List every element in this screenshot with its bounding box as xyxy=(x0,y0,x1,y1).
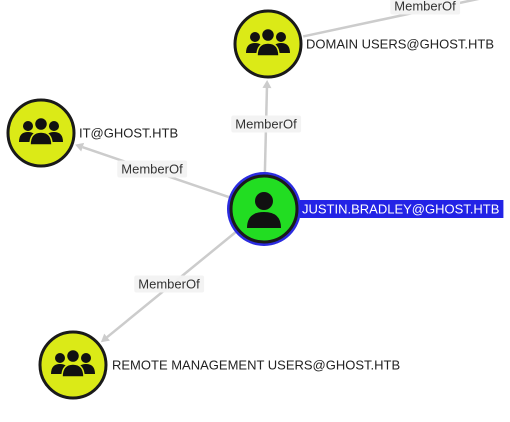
node-label-text: DOMAIN USERS@GHOST.HTB xyxy=(306,37,494,52)
edge-label[interactable]: MemberOf xyxy=(231,115,302,133)
node-domain-users[interactable]: DOMAIN USERS@GHOST.HTB xyxy=(233,9,494,79)
edge-label[interactable]: MemberOf xyxy=(390,0,461,15)
node-label-text: IT@GHOST.HTB xyxy=(79,126,178,141)
edge-label[interactable]: MemberOf xyxy=(134,275,205,293)
node-justin[interactable]: JUSTIN.BRADLEY@GHOST.HTB xyxy=(227,172,504,246)
node-label-text: JUSTIN.BRADLEY@GHOST.HTB xyxy=(302,202,499,217)
edge-label-text: MemberOf xyxy=(121,162,183,177)
edge-label-text: MemberOf xyxy=(235,117,297,132)
edge-label-text: MemberOf xyxy=(138,277,200,292)
node-label[interactable]: DOMAIN USERS@GHOST.HTB xyxy=(306,37,494,52)
group-icon xyxy=(246,27,290,57)
group-icon xyxy=(19,116,63,146)
node-label-text: REMOTE MANAGEMENT USERS@GHOST.HTB xyxy=(112,358,400,373)
group-icon xyxy=(51,348,95,378)
node-label[interactable]: JUSTIN.BRADLEY@GHOST.HTB xyxy=(300,200,504,218)
nodes-layer: DOMAIN USERS@GHOST.HTB IT@GHOST.HTB JUSTIN… xyxy=(6,9,504,400)
node-remote-mgmt[interactable]: REMOTE MANAGEMENT USERS@GHOST.HTB xyxy=(38,330,400,400)
edge-label[interactable]: MemberOf xyxy=(117,160,188,178)
node-label[interactable]: REMOTE MANAGEMENT USERS@GHOST.HTB xyxy=(112,358,400,373)
node-label[interactable]: IT@GHOST.HTB xyxy=(79,126,178,141)
node-it[interactable]: IT@GHOST.HTB xyxy=(6,98,178,168)
edge-arrowhead xyxy=(262,79,272,89)
edge-arrowhead xyxy=(75,142,85,152)
edge-label-text: MemberOf xyxy=(394,0,456,14)
user-icon xyxy=(247,192,281,228)
edge-arrowhead xyxy=(100,333,110,343)
